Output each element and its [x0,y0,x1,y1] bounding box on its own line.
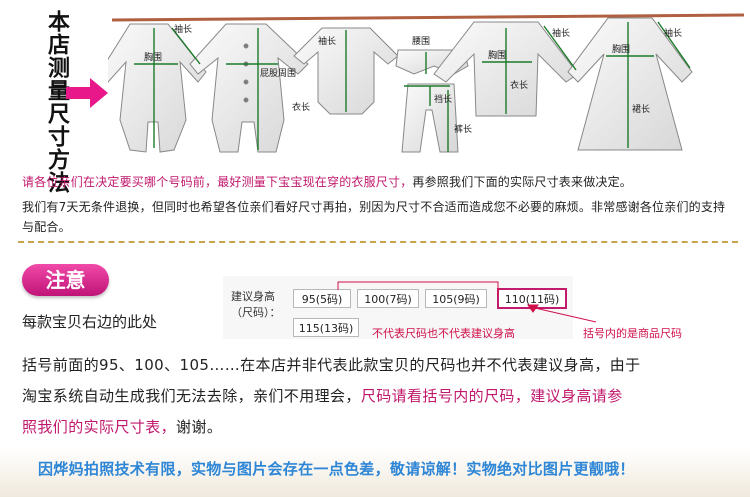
measure-label: 衣长 [510,79,528,91]
size-option-100[interactable]: 100(7码) [357,289,419,308]
pants-garment [401,83,459,153]
measure-label: 裙长 [632,103,650,115]
measure-label: 袖长 [552,27,570,39]
measure-label: 腰围 [412,36,430,47]
measure-label: 袖长 [174,23,192,35]
explanation-line-1: 括号前面的95、100、105……在本店并非代表此款宝贝的尺码也并不代表建议身高… [22,356,641,374]
size-option-115[interactable]: 115(13码) [293,318,359,337]
size-selector-label: 建议身高（尺码）： [231,290,281,319]
dashed-divider [18,241,738,243]
annotation-in-bracket: 括号内的是商品尺码 [583,327,682,340]
garment-measure-diagram: 袖长 胸围 屁股周围 衣长 袖长 腰围 裆长 裤长 胸围 衣长 袖长 胸围 袖长… [108,13,745,153]
pink-arrow-icon [66,78,108,108]
explanation-line-2-pink: 尺码请看括号内的尺码，建议身高请参 [360,387,623,405]
measure-label: 屁股周围 [260,68,296,79]
size-option-105[interactable]: 105(9码) [425,289,487,308]
measure-method-title: 本店测量尺寸方法 [44,10,69,194]
measure-label: 裆长 [434,93,452,105]
dress-garment [567,17,693,151]
explanation-line-2-text: 淘宝系统自动生成我们无法去除，亲们不用理会， [22,387,361,405]
measure-label: 袖长 [664,27,682,39]
footer-disclaimer: 因烨妈拍照技术有限，实物与图片会存在一点色差，敬请谅解！实物绝对比图片更靓哦！ [38,460,635,478]
intro-pink-text: 请各位亲们在决定要买哪个号码前，最好测量下宝宝现在穿的衣服尺寸， [22,175,413,189]
measure-label: 衣长 [292,101,310,113]
intro-rest-text: 再参照我们下面的实际尺寸表来做决定。 [412,175,633,189]
notice-badge: 注意 [22,264,109,296]
intro-line-2: 我们有7天无条件退换，但同时也希望各位亲们看好尺寸再拍，别因为尺寸不合适而造成您… [22,200,726,234]
explanation-line-3-text: 谢谢。 [176,418,223,436]
footer-band [0,448,750,497]
notice-text: 每款宝贝右边的此处 [22,313,158,331]
explanation-line-3: 照我们的实际尺寸表，谢谢。 [22,416,222,438]
romper-garment-2 [189,23,309,153]
annotation-not-size: 不代表尺码也不代表建议身高 [372,327,515,340]
intro-line-1: 请各位亲们在决定要买哪个号码前，最好测量下宝宝现在穿的衣服尺寸，再参照我们下面的… [22,172,632,192]
measure-label: 裤长 [454,123,472,135]
measure-label: 胸围 [144,51,162,63]
size-option-110-highlighted[interactable]: 110(11码) [497,288,567,309]
measure-lines [134,21,691,152]
measure-label: 袖长 [318,35,336,47]
hanging-rod [111,13,745,22]
romper-garment [108,23,207,153]
measure-label: 胸围 [488,49,506,61]
measure-label: 胸围 [612,43,630,55]
explanation-line-3-pink: 照我们的实际尺寸表， [22,418,177,436]
size-option-95[interactable]: 95(5码) [293,289,351,308]
explanation-line-2: 淘宝系统自动生成我们无法去除，亲们不用理会，尺码请看括号内的尺码，建议身高请参 [22,385,623,407]
